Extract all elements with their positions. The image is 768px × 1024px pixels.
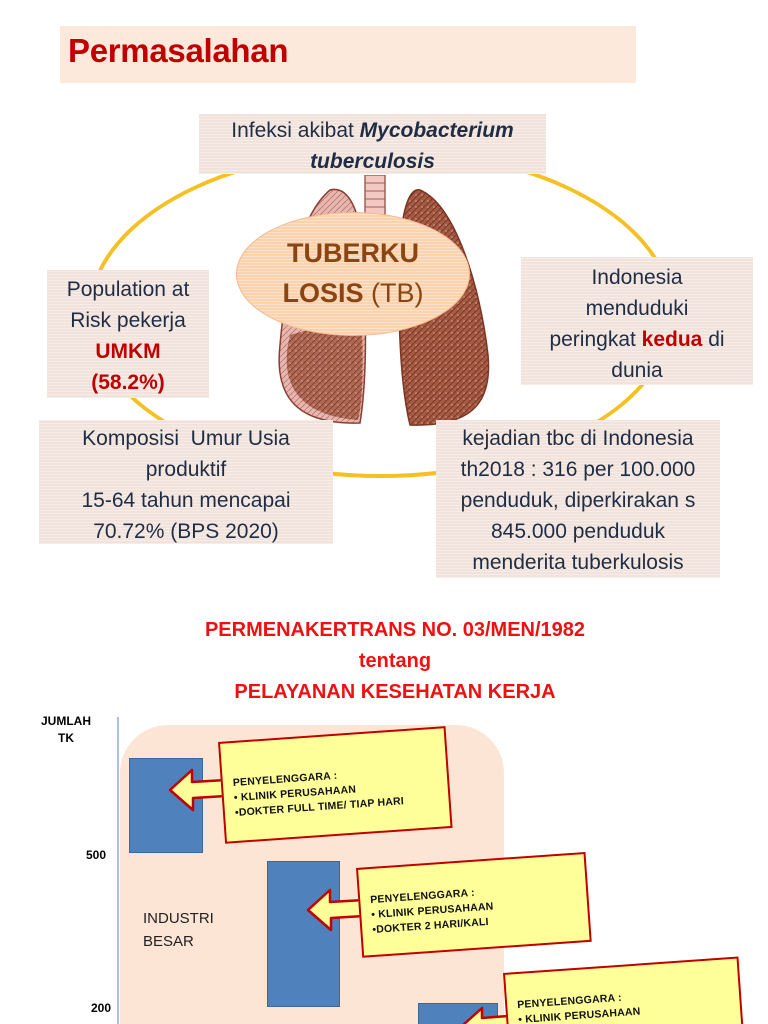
cause-box: Infeksi akibat Mycobacterium tuberculosi… [199, 114, 546, 174]
ranking-line3-pre: peringkat [549, 328, 642, 351]
regulation-connector: tentang [358, 650, 432, 672]
risk-population-box: Population at Risk pekerja UMKM (58.2%) [47, 270, 209, 398]
center-line1: TUBERKU [287, 238, 419, 268]
ranking-line3-post: di [702, 328, 725, 351]
tick-200: 200 [90, 1001, 111, 1015]
workforce-bar-2 [267, 861, 340, 1007]
incidence-line1: kejadian tbc di Indonesia [462, 427, 694, 450]
age-line1: Komposisi Umur Usia [82, 427, 290, 450]
cause-prefix: Infeksi akibat [231, 119, 360, 142]
industry-label-line1: INDUSTRI [143, 910, 214, 927]
risk-line1: Population at [66, 278, 190, 301]
arrow-left-icon [462, 1006, 510, 1024]
industry-label-line2: BESAR [143, 933, 194, 950]
incidence-box: kejadian tbc di Indonesia th2018 : 316 p… [436, 420, 720, 578]
age-composition-box: Komposisi Umur Usia produktif 15-64 tahu… [39, 420, 333, 544]
tick-500: 500 [85, 848, 106, 862]
regulation-subject: PELAYANAN KESEHATAN KERJA [234, 681, 556, 703]
cause-organism-genus: Mycobacterium [359, 119, 514, 142]
arrow-left-icon [168, 768, 228, 812]
risk-highlight-umkm: UMKM [95, 340, 161, 363]
ranking-line2: menduduki [585, 297, 689, 320]
regulation-title: PERMENAKERTRANS NO. 03/MEN/1982 tentang … [0, 615, 768, 708]
ranking-box: Indonesia menduduki peringkat kedua di d… [521, 257, 753, 385]
risk-highlight-percent: (58.2%) [91, 371, 165, 394]
provider-callout-1: PENYELENGGARA : • KLINIK PERUSAHAAN •DOK… [218, 726, 453, 844]
age-line3: 15-64 tahun mencapai [81, 489, 291, 512]
incidence-line3: penduduk, diperkirakan s [460, 489, 696, 512]
industry-label: INDUSTRI BESAR [143, 907, 214, 953]
slide-permasalahan: Permasalahan TUBERKU LOSIS (TB) [39, 26, 753, 578]
ranking-line1: Indonesia [591, 266, 683, 289]
ranking-line4: dunia [611, 359, 663, 382]
ranking-highlight: kedua [641, 328, 703, 351]
title-banner: Permasalahan [60, 26, 636, 83]
incidence-line5: menderita tuberkulosis [472, 551, 684, 574]
page-title: Permasalahan [68, 32, 289, 69]
provider-callout-3: PENYELENGGARA : • KLINIK PERUSAHAAN [503, 956, 745, 1024]
age-line4: 70.72% (BPS 2020) [93, 520, 279, 543]
y-axis-label-line1: JUMLAH [41, 714, 91, 728]
age-line2: produktif [145, 458, 227, 481]
provider-callout-2: PENYELENGGARA : • KLINIK PERUSAHAAN •DOK… [356, 851, 592, 958]
center-line2-bold: LOSIS [282, 278, 364, 308]
y-axis-label-line2: TK [58, 731, 74, 745]
y-axis-label: JUMLAH TK [38, 713, 94, 747]
slide-regulation: PERMENAKERTRANS NO. 03/MEN/1982 tentang … [0, 590, 768, 1024]
regulation-number: PERMENAKERTRANS NO. 03/MEN/1982 [204, 619, 586, 641]
cause-organism-species: tuberculosis [310, 150, 435, 173]
center-topic-ellipse: TUBERKU LOSIS (TB) [236, 212, 470, 336]
center-line2-rest: (TB) [363, 278, 424, 308]
risk-line2: Risk pekerja [70, 309, 186, 332]
incidence-line4: 845.000 penduduk [491, 520, 665, 543]
incidence-line2: th2018 : 316 per 100.000 [460, 458, 696, 481]
y-axis-line [117, 717, 119, 1024]
